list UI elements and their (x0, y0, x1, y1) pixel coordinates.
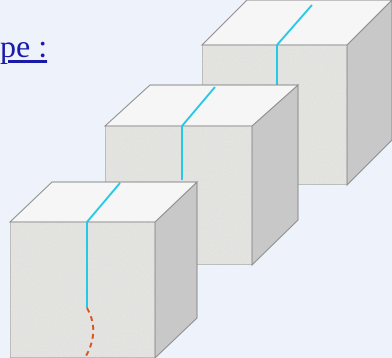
cube-front-crack-top (86, 182, 121, 223)
heading-text: pe : (0, 28, 48, 64)
cube-front (8, 180, 199, 358)
cube-middle-crack-top (181, 86, 216, 127)
cube-front-front (9, 221, 156, 358)
cube-front-crack-extension (85, 307, 95, 357)
cube-back-crack-top (276, 4, 313, 46)
